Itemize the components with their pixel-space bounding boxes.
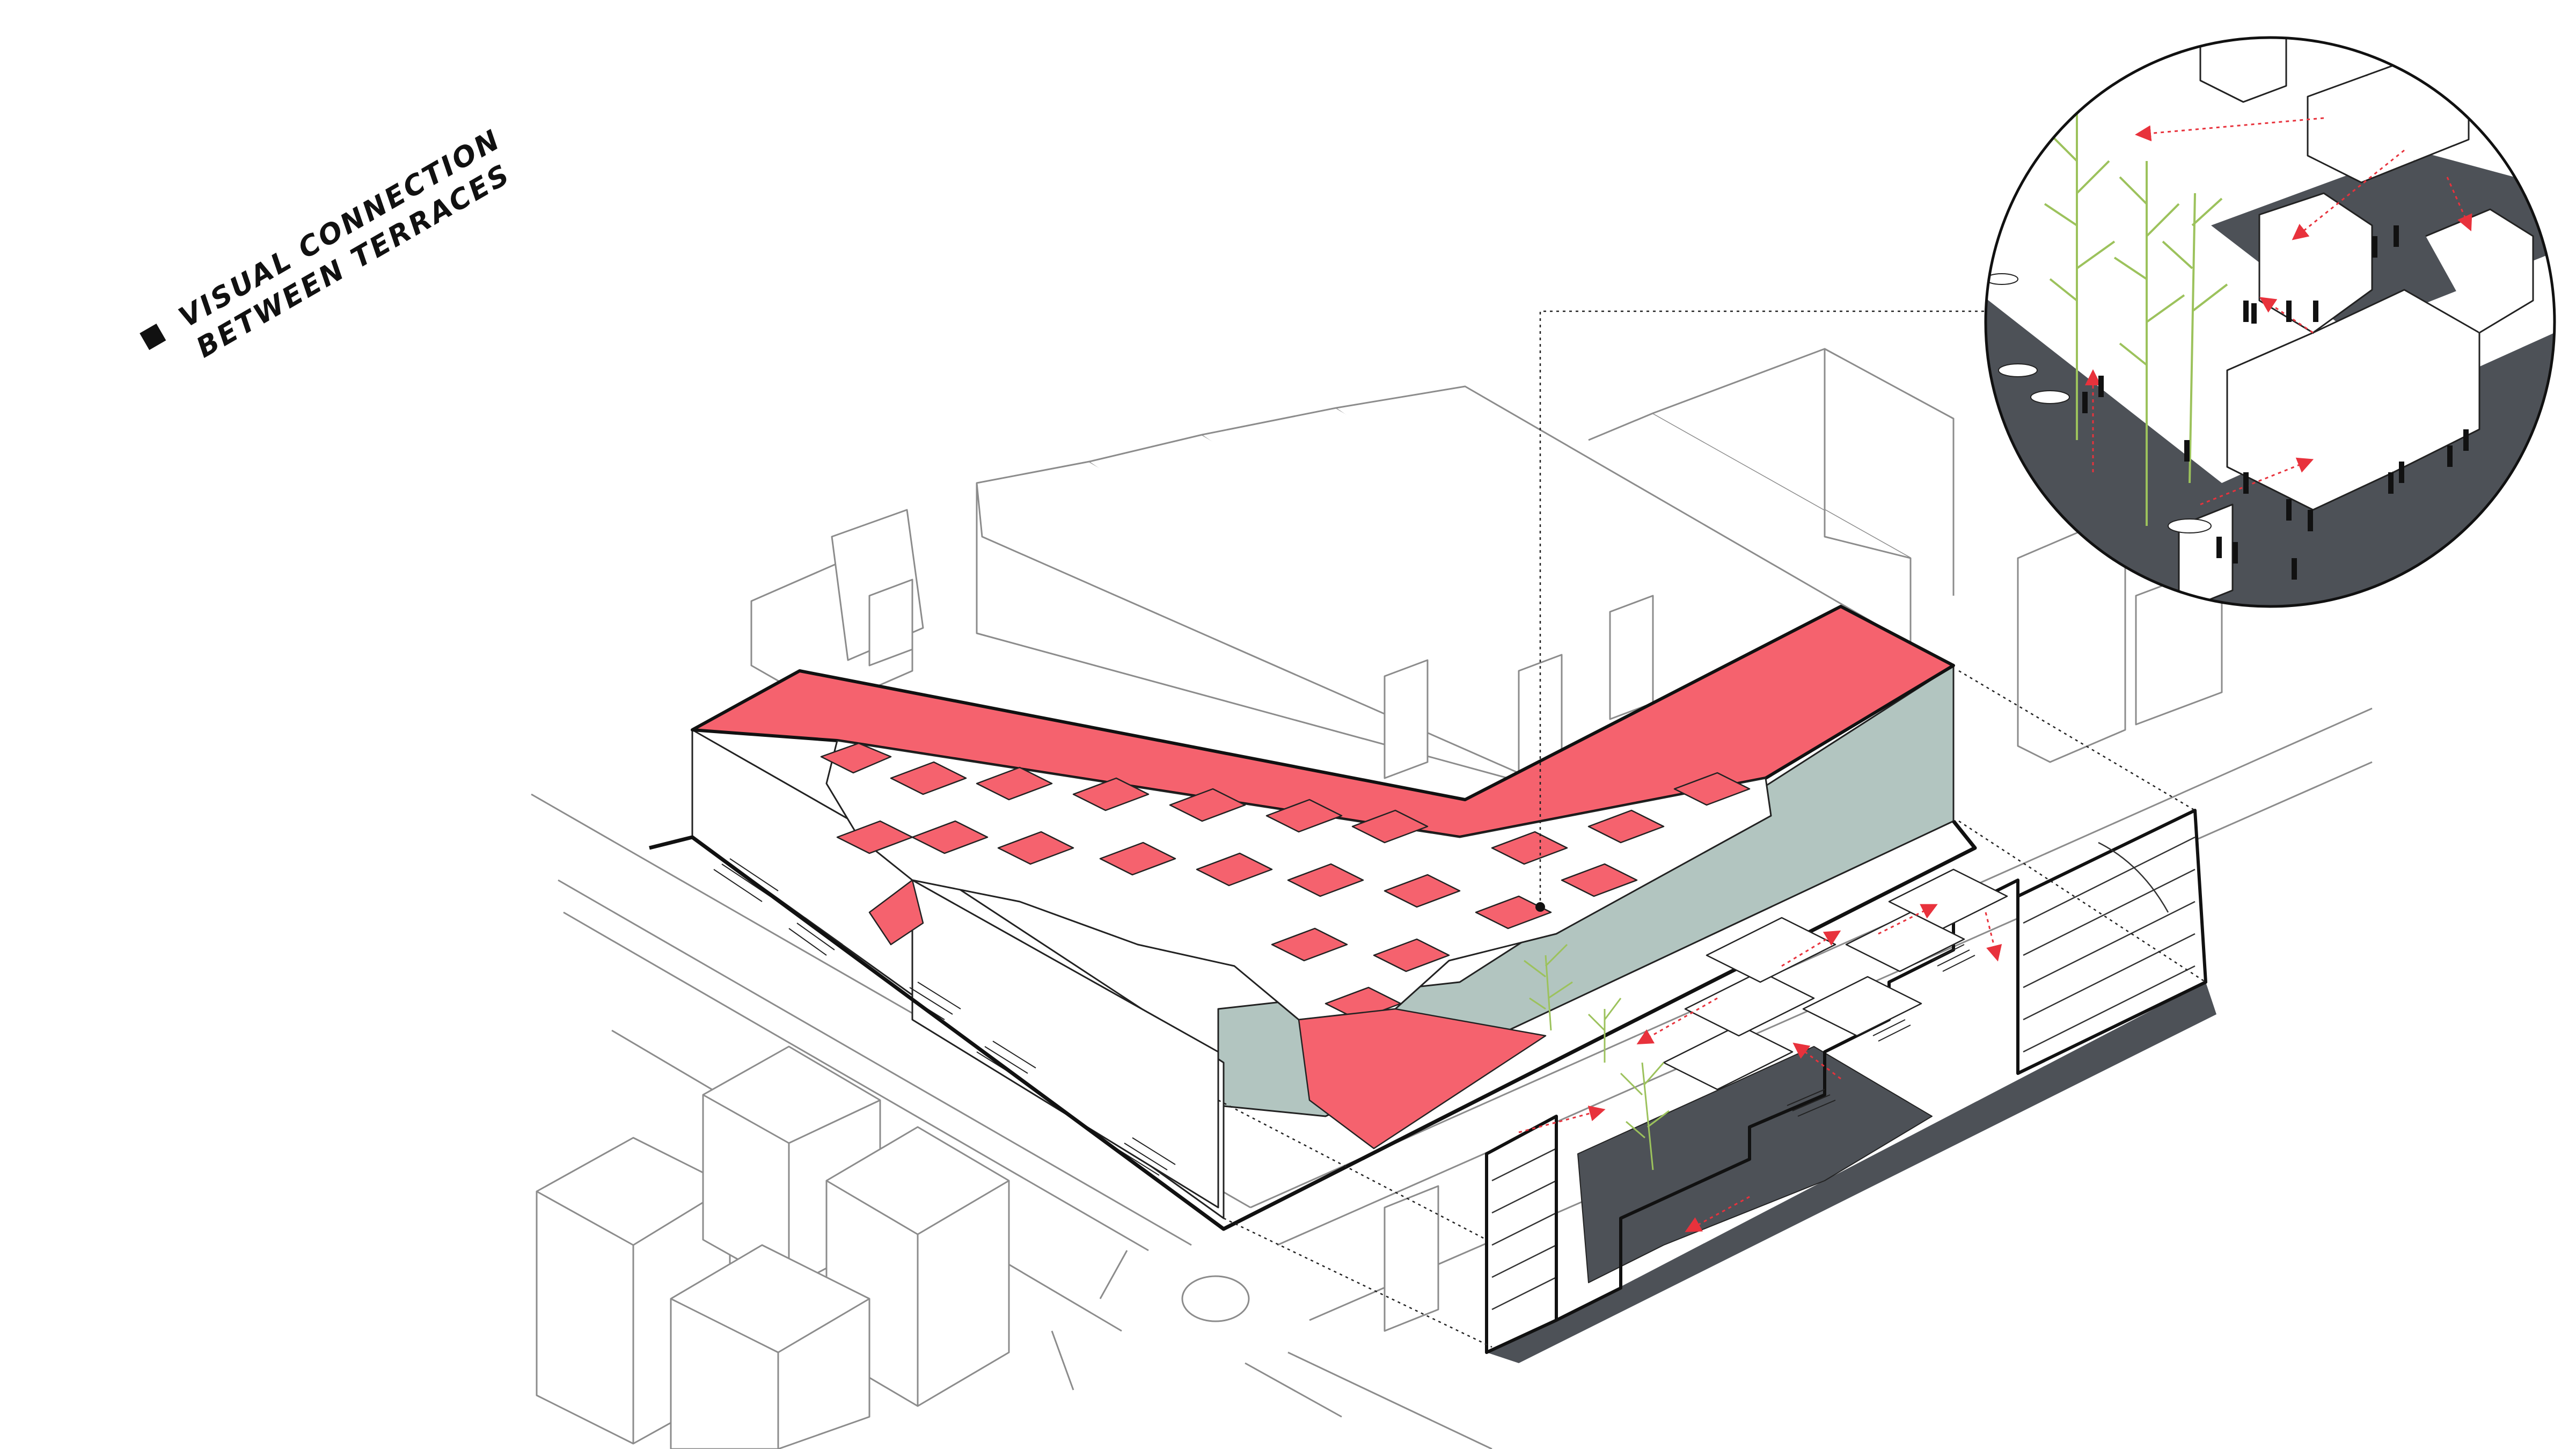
zoom-people xyxy=(2082,225,2469,580)
legend-line-2: BETWEEN TERRACES xyxy=(191,158,516,364)
lower-terrace-plaza xyxy=(1298,1008,1547,1150)
section-west-lines xyxy=(1491,1147,1557,1311)
section-ground-shadow xyxy=(1487,982,2216,1363)
terrace-slabs xyxy=(820,742,1751,1021)
inner-block-facade xyxy=(911,879,1219,1209)
legend-line-1: VISUAL CONNECTION xyxy=(173,123,507,334)
zoom-trees xyxy=(2044,97,2228,526)
callout-anchor-dot xyxy=(1535,902,1545,912)
trees xyxy=(1524,943,1670,1170)
section-west-facade xyxy=(1485,1115,1558,1354)
context-buildings-south xyxy=(536,1045,1439,1449)
zoom-ground xyxy=(1986,290,2555,606)
section-facade-lines xyxy=(2023,836,2196,1053)
site-boundary xyxy=(649,819,1977,1231)
stair-details xyxy=(713,858,1176,1176)
zoom-umbrellas xyxy=(1986,273,2212,533)
zoom-detail xyxy=(1984,36,2556,608)
legend: VISUAL CONNECTION BETWEEN TERRACES xyxy=(140,123,516,364)
context-buildings-north xyxy=(750,348,2223,795)
legend-marker-icon xyxy=(140,324,166,350)
section-stair-hatching xyxy=(1787,944,1975,1117)
section-ground xyxy=(1577,1046,1933,1283)
main-building xyxy=(649,605,1977,1231)
guide-lines xyxy=(1218,310,2206,1348)
zoom-circle-outline xyxy=(1984,36,2556,608)
roundabout xyxy=(1181,1275,1250,1322)
connection-arrows xyxy=(1518,904,2002,1232)
section-building xyxy=(1485,809,2216,1363)
